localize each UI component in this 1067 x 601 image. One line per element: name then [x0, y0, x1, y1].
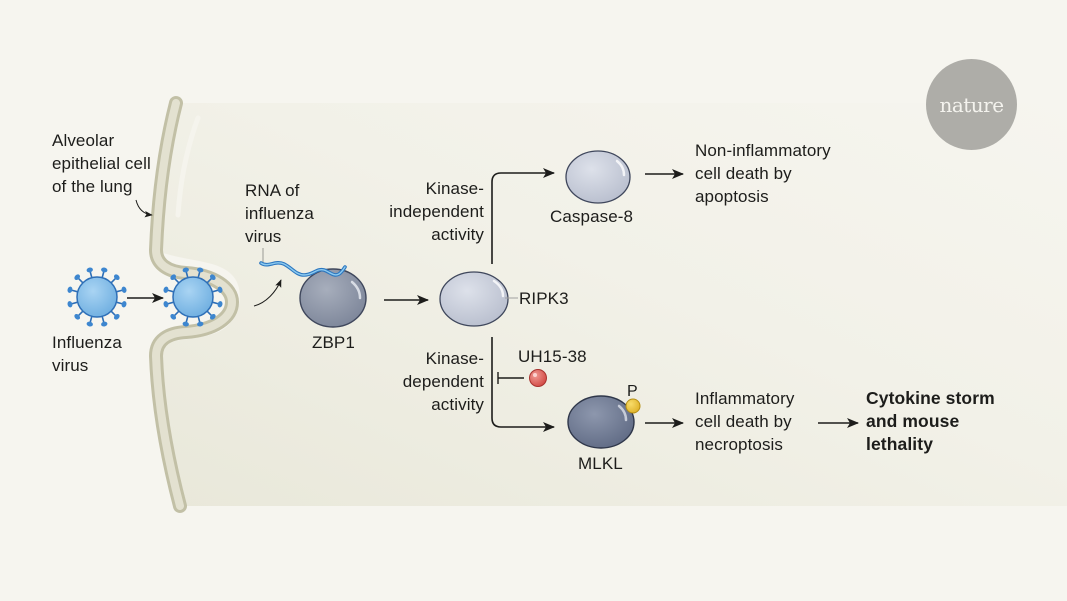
- necroptosis-outcome: Inflammatory cell death by necroptosis: [695, 389, 795, 454]
- phosphate-label: P: [627, 383, 638, 400]
- influenza-virus-outside: [67, 267, 127, 327]
- virus-spike-stem: [71, 301, 78, 305]
- nature-logo-text: nature: [939, 92, 1004, 117]
- virus-spike-stem: [185, 271, 189, 278]
- virus-spike-stem: [197, 316, 201, 323]
- virus-spike-head: [182, 321, 189, 327]
- virus-spike-head: [209, 274, 216, 281]
- rna-label: RNA of influenza virus: [245, 181, 314, 246]
- virus-envelope: [76, 276, 118, 318]
- virus-spike-head: [209, 313, 216, 320]
- virus-spike-head: [170, 274, 177, 281]
- final-outcome: Cytokine storm and mouse lethality: [866, 388, 995, 454]
- mlkl-protein: [567, 395, 635, 449]
- virus-spike-head: [121, 301, 127, 308]
- virus-spike-head: [74, 313, 81, 320]
- rna-release-arrow: [253, 279, 282, 307]
- virus-spike-stem: [101, 271, 105, 278]
- phosphate-group: [625, 398, 641, 414]
- virus-spike-stem: [212, 289, 219, 293]
- caspase8-protein: [565, 150, 631, 204]
- zbp1-label: ZBP1: [312, 333, 355, 352]
- virus-spike-head: [113, 274, 120, 281]
- virus-spike-head: [86, 267, 93, 273]
- virus-spike-stem: [89, 271, 93, 278]
- cell-membrane: [148, 96, 240, 513]
- virus-spike-head: [197, 321, 204, 327]
- virus-spike-head: [197, 267, 204, 273]
- cell-label-pointer: [135, 199, 153, 218]
- virus-spike-stem: [212, 301, 219, 305]
- virus-spike-stem: [174, 278, 180, 284]
- cell-label: Alveolar epithelial cell of the lung: [52, 131, 151, 196]
- nature-logo: nature: [926, 59, 1017, 150]
- virus-spike-head: [67, 301, 73, 308]
- virus-spike-stem: [206, 310, 212, 316]
- virus-spike-stem: [116, 301, 123, 305]
- virus-envelope: [172, 276, 214, 318]
- virus-spike-head: [217, 301, 223, 308]
- virus-spike-head: [67, 286, 73, 293]
- apoptosis-outcome: Non-inflammatory cell death by apoptosis: [695, 141, 831, 206]
- virus-spike-head: [163, 286, 169, 293]
- uh15-38-inhibitor: [497, 369, 547, 387]
- virus-spike-stem: [78, 278, 84, 284]
- virus-spike-stem: [89, 316, 93, 323]
- zbp1-protein: [299, 268, 367, 328]
- mlkl-label: MLKL: [578, 454, 623, 473]
- virus-spike-stem: [71, 289, 78, 293]
- inhibitor-label: UH15-38: [518, 347, 587, 366]
- virus-spike-head: [121, 286, 127, 293]
- ripk3-label: RIPK3: [519, 289, 569, 308]
- kinase-independent-arrow: [491, 168, 555, 264]
- kinase-dependent-arrow: [491, 337, 555, 432]
- virus-spike-head: [74, 274, 81, 281]
- virus-spike-stem: [167, 289, 174, 293]
- virus-spike-stem: [174, 310, 180, 316]
- virus-spike-stem: [101, 316, 105, 323]
- virus-spike-head: [182, 267, 189, 273]
- caspase8-label: Caspase-8: [550, 207, 634, 226]
- virus-spike-stem: [167, 301, 174, 305]
- kinase-dependent-label: Kinase- dependent activity: [402, 349, 484, 414]
- virus-spike-stem: [197, 271, 201, 278]
- influenza-virus-endocytosed: [163, 267, 223, 327]
- virus-spike-stem: [185, 316, 189, 323]
- virus-spike-head: [101, 321, 108, 327]
- virus-spike-head: [217, 286, 223, 293]
- virus-spike-head: [113, 313, 120, 320]
- virus-spike-head: [163, 301, 169, 308]
- kinase-independent-label: Kinase- independent activity: [389, 179, 484, 244]
- virus-spike-head: [86, 321, 93, 327]
- cell-interior: [159, 103, 1067, 506]
- ripk3-protein: [439, 271, 509, 327]
- virus-spike-stem: [110, 278, 116, 284]
- virus-spike-stem: [78, 310, 84, 316]
- virus-spike-stem: [116, 289, 123, 293]
- virus-spike-stem: [206, 278, 212, 284]
- virus-spike-head: [170, 313, 177, 320]
- virus-spike-stem: [110, 310, 116, 316]
- virus-label: Influenza virus: [52, 333, 122, 375]
- virus-spike-head: [101, 267, 108, 273]
